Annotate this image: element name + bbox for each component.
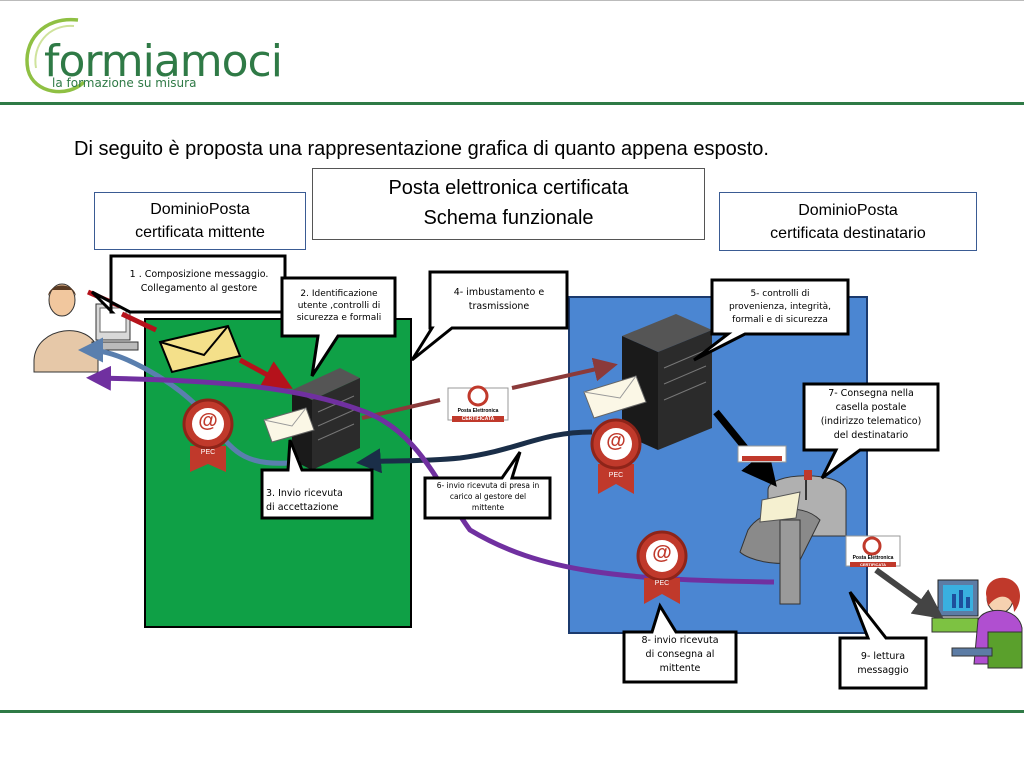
step8-line1: 8- invio ricevuta <box>641 635 719 646</box>
callout-step8-shape <box>622 602 738 684</box>
callout-step1-shape <box>90 254 287 314</box>
pec-seal-icon <box>636 530 688 604</box>
recipient-person-icon <box>931 577 1023 669</box>
step2-line2: utente ,controlli di <box>297 301 381 311</box>
pec-seal-icon <box>590 418 642 494</box>
step4-text: 4- imbustamento e trasmissione <box>432 286 566 314</box>
diagram-title-line2: Schema funzionale <box>423 207 594 229</box>
logo-tagline: la formazione su misura <box>52 76 197 90</box>
step2-line3: sicurezza e formali <box>296 313 382 323</box>
step4-line2: trasmissione <box>468 301 530 312</box>
callout-step5-shape <box>693 278 850 362</box>
pec-seal-label: PEC <box>654 580 670 587</box>
recipient-domain-line2: certificata destinatario <box>770 225 926 242</box>
footer-divider <box>0 710 1024 713</box>
step7-line1: 7- Consegna nella <box>828 388 914 399</box>
step5-line3: formali e di sicurezza <box>732 315 828 325</box>
step6-line3: mittente <box>471 503 505 512</box>
pec-seal-at: @ <box>606 430 626 452</box>
step1-line2: Collegamento al gestore <box>140 283 258 294</box>
arrow-dark-red <box>511 357 618 390</box>
step1-line1: 1 . Composizione messaggio. <box>129 269 269 280</box>
step7-line2: casella postale <box>835 402 907 413</box>
step6-line1: 6- invio ricevuta di presa in <box>436 481 540 490</box>
pec-seal-at: @ <box>652 542 672 564</box>
certificate-stamp-label: CERTIFICATA <box>859 562 887 567</box>
sender-domain-line1: DominioPosta <box>150 201 250 218</box>
certificate-stamp-label: CERTIFICATA <box>461 416 495 422</box>
step7-line4: del destinatario <box>833 430 909 441</box>
arrow-gray <box>874 567 944 620</box>
certificate-stamp-icon <box>845 535 901 567</box>
logo-wordmark: formiamoci <box>44 36 283 87</box>
step2-line1: 2. Identificazione <box>300 289 378 299</box>
step5-text: 5- controlli di provenienza, integrità, … <box>714 288 846 327</box>
mailbox-icon <box>739 470 847 605</box>
step8-line3: mittente <box>659 663 701 674</box>
step7-text: 7- Consegna nella casella postale (indir… <box>806 387 936 443</box>
certificate-stamp-icon <box>737 445 787 463</box>
callout-step4-shape <box>410 270 569 362</box>
pec-seal-at: @ <box>198 410 218 432</box>
step5-line1: 5- controlli di <box>750 289 810 299</box>
step9-line2: messaggio <box>857 665 909 676</box>
arrow-navy <box>356 429 593 474</box>
callout-step7-shape <box>802 382 940 480</box>
step3-line2: di accettazione <box>266 502 339 513</box>
certificate-stamp-top: Posta Elettronica <box>457 408 499 414</box>
step5-line2: provenienza, integrità, <box>728 302 832 312</box>
header-divider <box>0 102 1024 105</box>
step8-line2: di consegna al <box>645 649 715 660</box>
step6-text: 6- invio ricevuta di presa in carico al … <box>427 480 549 513</box>
step4-line1: 4- imbustamento e <box>453 287 545 298</box>
small-envelope-icon <box>583 375 647 419</box>
diagram-title-line1: Posta elettronica certificata <box>388 177 629 199</box>
step3-line1: 3. Invio ricevuta <box>266 488 343 499</box>
recipient-domain-line1: DominioPosta <box>798 202 898 219</box>
callout-step3-shape <box>260 439 374 520</box>
sender-domain-line2: certificata mittente <box>135 224 265 241</box>
diagram-title-box: Posta elettronica certificata Schema fun… <box>312 168 705 240</box>
step7-line3: (indirizzo telematico) <box>820 416 922 427</box>
callout-step6-shape <box>423 451 552 520</box>
small-envelope-icon <box>263 407 315 443</box>
step3-text: 3. Invio ricevuta di accettazione <box>266 487 370 515</box>
logo-swoosh-icon <box>25 17 86 94</box>
certificate-stamp-icon <box>447 385 509 422</box>
certificate-stamp-top: Posta Elettronica <box>852 555 894 561</box>
envelope-icon <box>158 324 242 374</box>
sender-domain-box: DominioPosta certificata mittente <box>94 192 306 250</box>
pec-seal-label: PEC <box>200 449 216 456</box>
arrow-red <box>120 311 158 333</box>
pec-seal-label: PEC <box>608 472 624 479</box>
arrow-red <box>238 357 293 389</box>
step6-line2: carico al gestore del <box>449 492 527 501</box>
top-border <box>0 0 1024 1</box>
arrow-purple <box>86 365 775 585</box>
step8-text: 8- invio ricevuta di consegna al mittent… <box>626 634 734 676</box>
arrow-black <box>713 409 777 487</box>
intro-text: Di seguito è proposta una rappresentazio… <box>74 138 769 160</box>
step1-text: 1 . Composizione messaggio. Collegamento… <box>113 268 285 296</box>
step9-text: 9- lettura messaggio <box>842 650 924 678</box>
step2-text: 2. Identificazione utente ,controlli di … <box>284 288 394 324</box>
pec-seal-icon <box>182 398 234 472</box>
callout-step2-shape <box>280 276 397 377</box>
callout-step9-shape <box>838 591 928 690</box>
step9-line1: 9- lettura <box>860 651 906 662</box>
recipient-domain-box: DominioPosta certificata destinatario <box>719 192 977 251</box>
